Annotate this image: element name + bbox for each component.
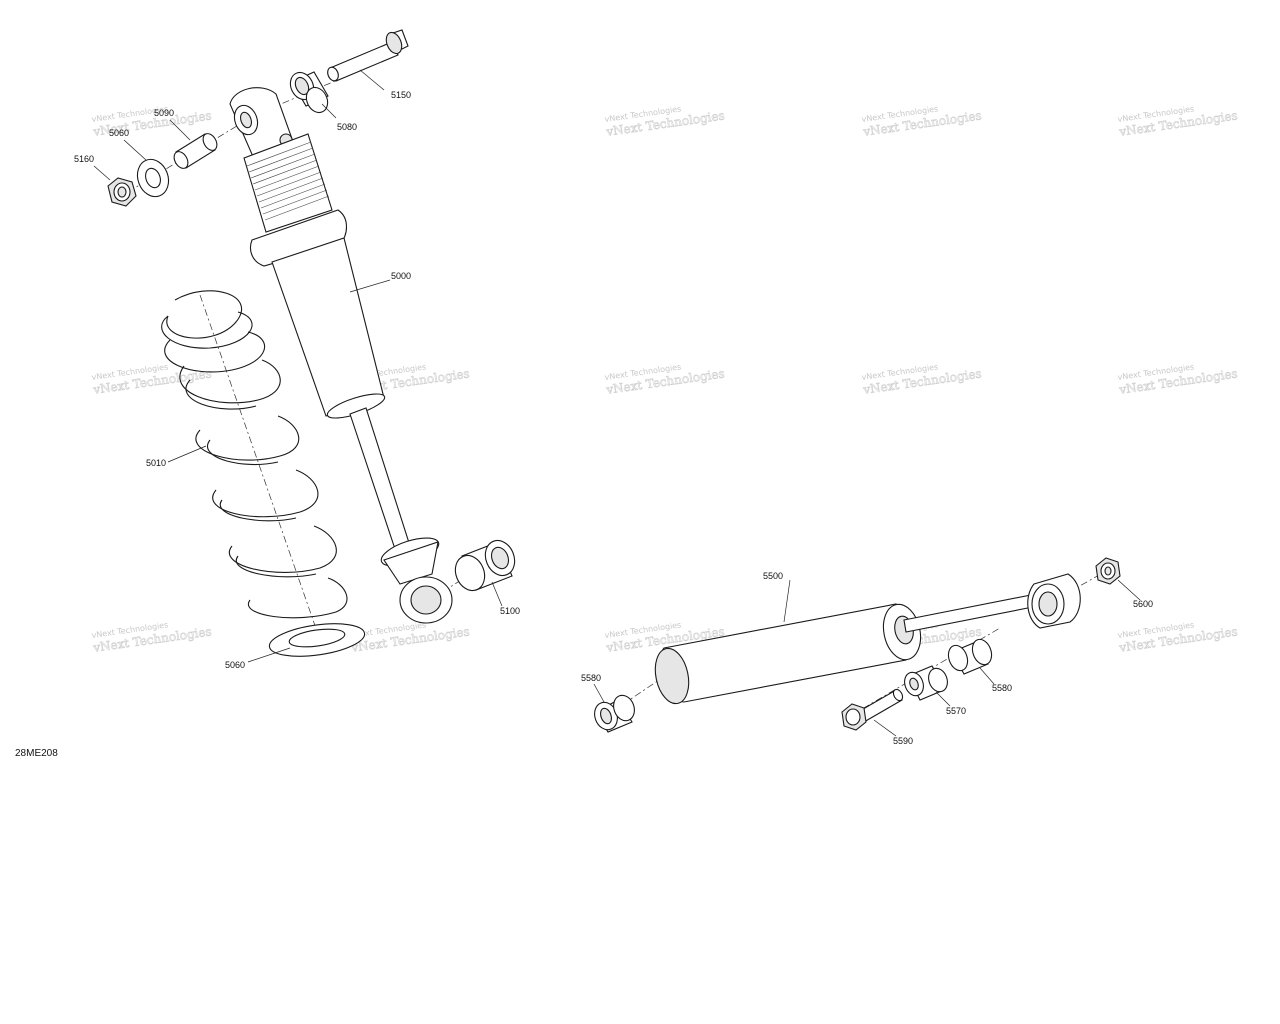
callout-5570: 5570 [946,706,966,716]
nut-5600[interactable] [1095,557,1121,585]
spacer-5570[interactable] [901,665,950,701]
damper-5500[interactable] [651,573,1081,707]
shock-assembly-left: 5150 5080 5090 5060 5160 5000 5010 5100 … [74,29,520,670]
callout-5100: 5100 [500,606,520,616]
leader-5100 [491,581,503,607]
bushing-5580-left[interactable] [591,692,638,733]
damper-assembly-right: 5500 5600 5580 5580 5570 5590 [581,557,1153,746]
leader-5000 [349,279,391,293]
leader-5160 [93,165,111,181]
callout-5600: 5600 [1133,599,1153,609]
leader-5090 [169,119,191,141]
bolt-5150[interactable] [326,29,409,82]
washer-5060-upper[interactable] [132,155,173,201]
callout-5160: 5160 [74,154,94,164]
callout-5010: 5010 [146,458,166,468]
bolt-5590[interactable] [841,688,904,731]
callout-5150: 5150 [391,90,411,100]
leader-5060-upper [123,139,147,161]
leader-5590 [873,719,897,737]
washer-5060-lower[interactable] [267,618,366,661]
leader-5580-left [593,683,605,703]
leader-5570 [935,691,951,707]
leader-5600 [1117,579,1141,601]
leader-5080 [321,103,337,119]
bushing-5080[interactable] [286,69,331,116]
callout-5500: 5500 [763,571,783,581]
leader-5010 [167,445,207,463]
nut-5160[interactable] [107,177,137,207]
callout-5590: 5590 [893,736,913,746]
callout-5090: 5090 [154,108,174,118]
leader-5150 [359,69,385,91]
upper-mount-axis [127,114,256,193]
spring-axis [199,294,321,641]
callout-5060-upper: 5060 [109,128,129,138]
callout-5580-left: 5580 [581,673,601,683]
callout-5060-lower: 5060 [225,660,245,670]
leader-5500 [783,579,791,623]
drawing-code: 28ME208 [15,748,58,759]
callout-5580-right: 5580 [992,683,1012,693]
callout-5080: 5080 [337,122,357,132]
leader-5580-right [979,667,995,685]
sleeve-5090[interactable] [171,131,219,171]
spring-5010[interactable] [161,290,348,619]
bushing-5580-right[interactable] [945,637,995,675]
leader-5060-lower [247,647,291,663]
shock-5000[interactable] [229,87,453,624]
bushing-5100[interactable] [450,536,519,595]
callout-5000: 5000 [391,271,411,281]
